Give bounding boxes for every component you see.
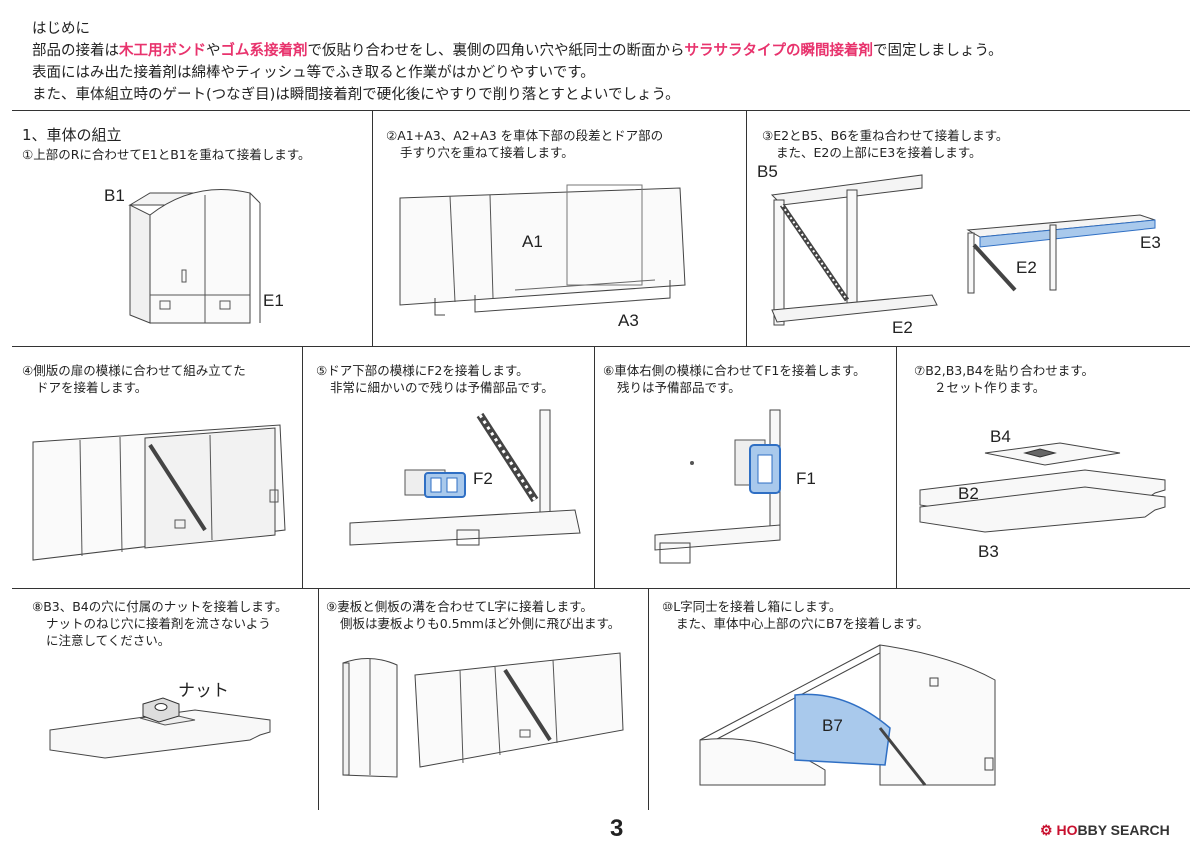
step10-label-b7: B7 xyxy=(822,716,843,735)
highlight-wood-glue: 木工用ボンド xyxy=(119,43,206,59)
step3-illustration-left xyxy=(770,174,938,326)
logo-text-h: H xyxy=(1056,822,1067,838)
intro-heading: はじめに xyxy=(32,21,90,37)
logo-text-rest: BBY SEARCH xyxy=(1077,822,1170,838)
step2-caption-2: 手すり穴を重ねて接着します。 xyxy=(400,145,574,160)
step5-label-f2: F2 xyxy=(473,469,493,488)
step3-label-e3: E3 xyxy=(1140,233,1161,252)
step3-illustration-right xyxy=(966,214,1156,294)
step2-caption-1: ②A1+A3、A2+A3 を車体下部の段差とドア部の xyxy=(386,128,664,143)
step8-caption-1: ⑧B3、B4の穴に付属のナットを接着します。 xyxy=(32,599,288,614)
step3-label-e2-right: E2 xyxy=(1016,258,1037,277)
step10-illustration xyxy=(699,644,996,786)
intro-text: で固定しましょう。 xyxy=(873,43,1003,59)
hobby-search-logo: ⚙ HOBBY SEARCH xyxy=(1040,822,1170,839)
intro-text: で仮貼り合わせをし、裏側の四角い穴や紙同士の断面から xyxy=(307,43,685,59)
step1-illustration xyxy=(128,188,261,324)
step8-caption-3: に注意してください。 xyxy=(46,633,171,648)
step8-caption-2: ナットのねじ穴に接着剤を流さないよう xyxy=(46,616,271,631)
step4-illustration xyxy=(32,424,286,561)
intro-line-wipe: 表面にはみ出た接着剤は綿棒やティッシュ等でふき取ると作業がはかどりやすいです。 xyxy=(32,65,595,81)
step2-label-a1: A1 xyxy=(522,232,543,251)
step7-caption-2: ２セット作ります。 xyxy=(934,380,1046,395)
step5-caption-1: ⑤ドア下部の模様にF2を接着します。 xyxy=(316,363,529,378)
step6-caption-1: ⑥車体右側の模様に合わせてF1を接着します。 xyxy=(603,363,866,378)
step6-illustration xyxy=(654,409,781,564)
step5-caption-2: 非常に細かいので残りは予備部品です。 xyxy=(330,380,554,395)
divider-c7 xyxy=(648,588,649,810)
step1-caption: ①上部のRに合わせてE1とB1を重ねて接着します。 xyxy=(22,147,311,162)
intro-text: や xyxy=(206,43,221,59)
step5-illustration xyxy=(349,409,581,546)
step4-caption-2: ドアを接着します。 xyxy=(36,380,148,395)
step6-caption-2: 残りは予備部品です。 xyxy=(617,380,741,395)
intro-line-gate: また、車体組立時のゲート(つなぎ目)は瞬間接着剤で硬化後にやすりで削り落とすとよ… xyxy=(32,87,680,103)
step4-caption-1: ④側版の扉の模様に合わせて組み立てた xyxy=(22,363,246,378)
step8-illustration xyxy=(49,697,271,759)
step7-label-b3: B3 xyxy=(978,542,999,561)
step8-label-nut: ナット xyxy=(178,681,229,700)
step2-label-a3: A3 xyxy=(618,311,639,330)
divider-c2 xyxy=(746,110,747,346)
divider-c3 xyxy=(302,346,303,588)
step9-caption-1: ⑨妻板と側板の溝を合わせてL字に接着します。 xyxy=(326,599,593,614)
step3-caption-1: ③E2とB5、B6を重ね合わせて接着します。 xyxy=(762,128,1009,143)
divider-c4 xyxy=(594,346,595,588)
logo-text-o: O xyxy=(1066,822,1078,838)
divider-c5 xyxy=(896,346,897,588)
intro-line-glue: 部品の接着は木工用ボンドやゴム系接着剤で仮貼り合わせをし、裏側の四角い穴や紙同士… xyxy=(32,40,1003,62)
intro-block: はじめに 部品の接着は木工用ボンドやゴム系接着剤で仮貼り合わせをし、裏側の四角い… xyxy=(32,18,1003,106)
step9-illustration xyxy=(342,652,624,778)
divider-row2 xyxy=(12,588,1190,589)
step6-label-f1: F1 xyxy=(796,469,816,488)
step9-caption-2: 側板は妻板よりも0.5mmほど外側に飛び出ます。 xyxy=(340,616,621,631)
highlight-rubber-adhesive: ゴム系接着剤 xyxy=(220,43,308,59)
step7-label-b2: B2 xyxy=(958,484,979,503)
step3-label-b5: B5 xyxy=(757,162,778,181)
step3-caption-2: また、E2の上部にE3を接着します。 xyxy=(776,145,982,160)
step7-label-b4: B4 xyxy=(990,427,1011,446)
step7-illustration xyxy=(919,442,1166,533)
section-title: 1、車体の組立 xyxy=(22,126,122,144)
divider-c1 xyxy=(372,110,373,346)
step10-caption-1: ⑩L字同士を接着し箱にします。 xyxy=(662,599,842,614)
divider-top xyxy=(12,110,1190,111)
hobby-search-logo-icon: ⚙ xyxy=(1040,822,1053,838)
intro-text: 部品の接着は xyxy=(32,43,119,59)
page-number: 3 xyxy=(610,815,624,842)
step3-label-e2: E2 xyxy=(892,318,913,337)
divider-c6 xyxy=(318,588,319,810)
divider-row1 xyxy=(12,346,1190,347)
step10-caption-2: また、車体中心上部の穴にB7を接着します。 xyxy=(676,616,929,631)
step7-caption-1: ⑦B2,B3,B4を貼り合わせます。 xyxy=(914,363,1094,378)
step1-label-e1: E1 xyxy=(263,291,284,310)
highlight-instant-glue: サラサラタイプの瞬間接着剤 xyxy=(684,43,874,59)
step2-illustration xyxy=(399,184,686,316)
step1-label-b1: B1 xyxy=(104,186,125,205)
